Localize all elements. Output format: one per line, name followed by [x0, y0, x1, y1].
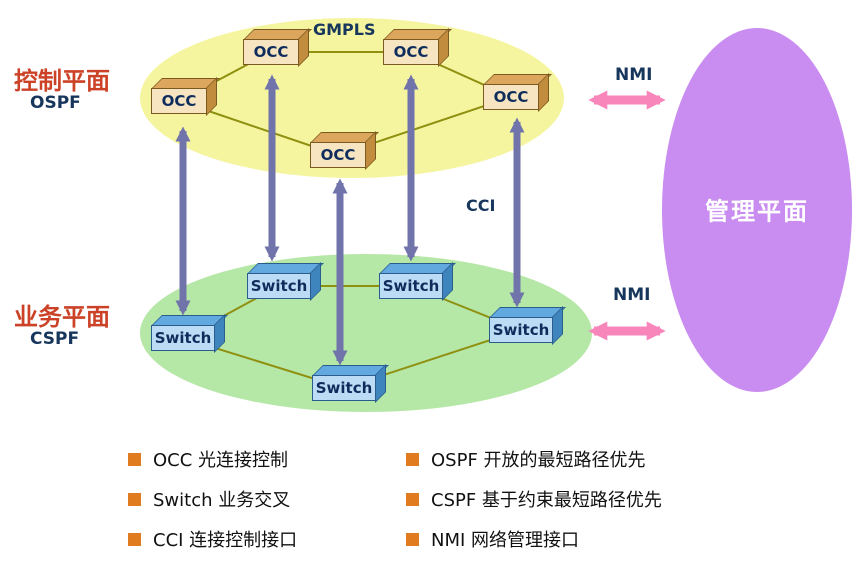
node-switch-right: Switch — [489, 317, 553, 343]
management-plane-ellipse — [662, 28, 852, 392]
occ-box: OCC — [483, 84, 539, 110]
switch-box: Switch — [151, 325, 215, 351]
occ-box: OCC — [383, 39, 439, 65]
node-switch-left: Switch — [151, 325, 215, 351]
node-switch-top-right: Switch — [379, 273, 443, 299]
occ-label: OCC — [493, 88, 529, 106]
occ-box: OCC — [243, 39, 299, 65]
cspf-label: CSPF — [30, 329, 80, 349]
occ-label: OCC — [253, 43, 289, 61]
legend-item-cci: CCI 连接控制接口 — [128, 526, 406, 552]
cci-label: CCI — [466, 196, 496, 215]
occ-label: OCC — [320, 146, 356, 164]
nmi-arrows — [588, 90, 666, 341]
ospf-label: OSPF — [30, 93, 81, 113]
legend-label: CCI 连接控制接口 — [153, 530, 298, 551]
legend-label: CSPF 基于约束最短路径优先 — [431, 490, 662, 511]
service-plane-title: 业务平面 — [14, 303, 110, 331]
node-switch-top-left: Switch — [247, 273, 311, 299]
node-occ-left: OCC — [151, 88, 207, 114]
switch-label: Switch — [315, 379, 373, 397]
legend-label: NMI 网络管理接口 — [431, 530, 580, 551]
legend-item-switch: Switch 业务交叉 — [128, 486, 406, 512]
legend-bullet-icon — [406, 492, 419, 506]
switch-label: Switch — [382, 277, 440, 295]
occ-label: OCC — [393, 43, 429, 61]
switch-label: Switch — [250, 277, 308, 295]
legend-item-ospf: OSPF 开放的最短路径优先 — [406, 446, 662, 472]
switch-box: Switch — [379, 273, 443, 299]
legend-bullet-icon — [406, 452, 419, 466]
management-plane-title: 管理平面 — [705, 197, 809, 226]
legend: OCC 光连接控制 OSPF 开放的最短路径优先 Switch 业务交叉 CSP… — [128, 446, 662, 552]
switch-label: Switch — [154, 329, 212, 347]
node-occ-center: OCC — [310, 142, 366, 168]
occ-label: OCC — [161, 92, 197, 110]
occ-box: OCC — [151, 88, 207, 114]
node-switch-bottom: Switch — [312, 375, 376, 401]
nmi-bottom-label: NMI — [613, 285, 651, 305]
legend-bullet-icon — [128, 452, 141, 466]
legend-label: Switch 业务交叉 — [153, 490, 291, 511]
switch-box: Switch — [489, 317, 553, 343]
legend-item-nmi: NMI 网络管理接口 — [406, 526, 662, 552]
occ-box: OCC — [310, 142, 366, 168]
legend-bullet-icon — [128, 532, 141, 546]
legend-bullet-icon — [406, 532, 419, 546]
control-plane-title: 控制平面 — [14, 67, 110, 95]
gmpls-label: GMPLS — [313, 20, 376, 39]
legend-item-cspf: CSPF 基于约束最短路径优先 — [406, 486, 662, 512]
switch-box: Switch — [312, 375, 376, 401]
cci-arrows — [175, 74, 525, 366]
node-occ-right: OCC — [483, 84, 539, 110]
legend-bullet-icon — [128, 492, 141, 506]
legend-label: OCC 光连接控制 — [153, 450, 289, 471]
switch-label: Switch — [492, 321, 550, 339]
node-occ-top-right: OCC — [383, 39, 439, 65]
switch-box: Switch — [247, 273, 311, 299]
legend-label: OSPF 开放的最短路径优先 — [431, 450, 646, 471]
nmi-top-label: NMI — [615, 65, 653, 85]
node-occ-top-left: OCC — [243, 39, 299, 65]
legend-item-occ: OCC 光连接控制 — [128, 446, 406, 472]
